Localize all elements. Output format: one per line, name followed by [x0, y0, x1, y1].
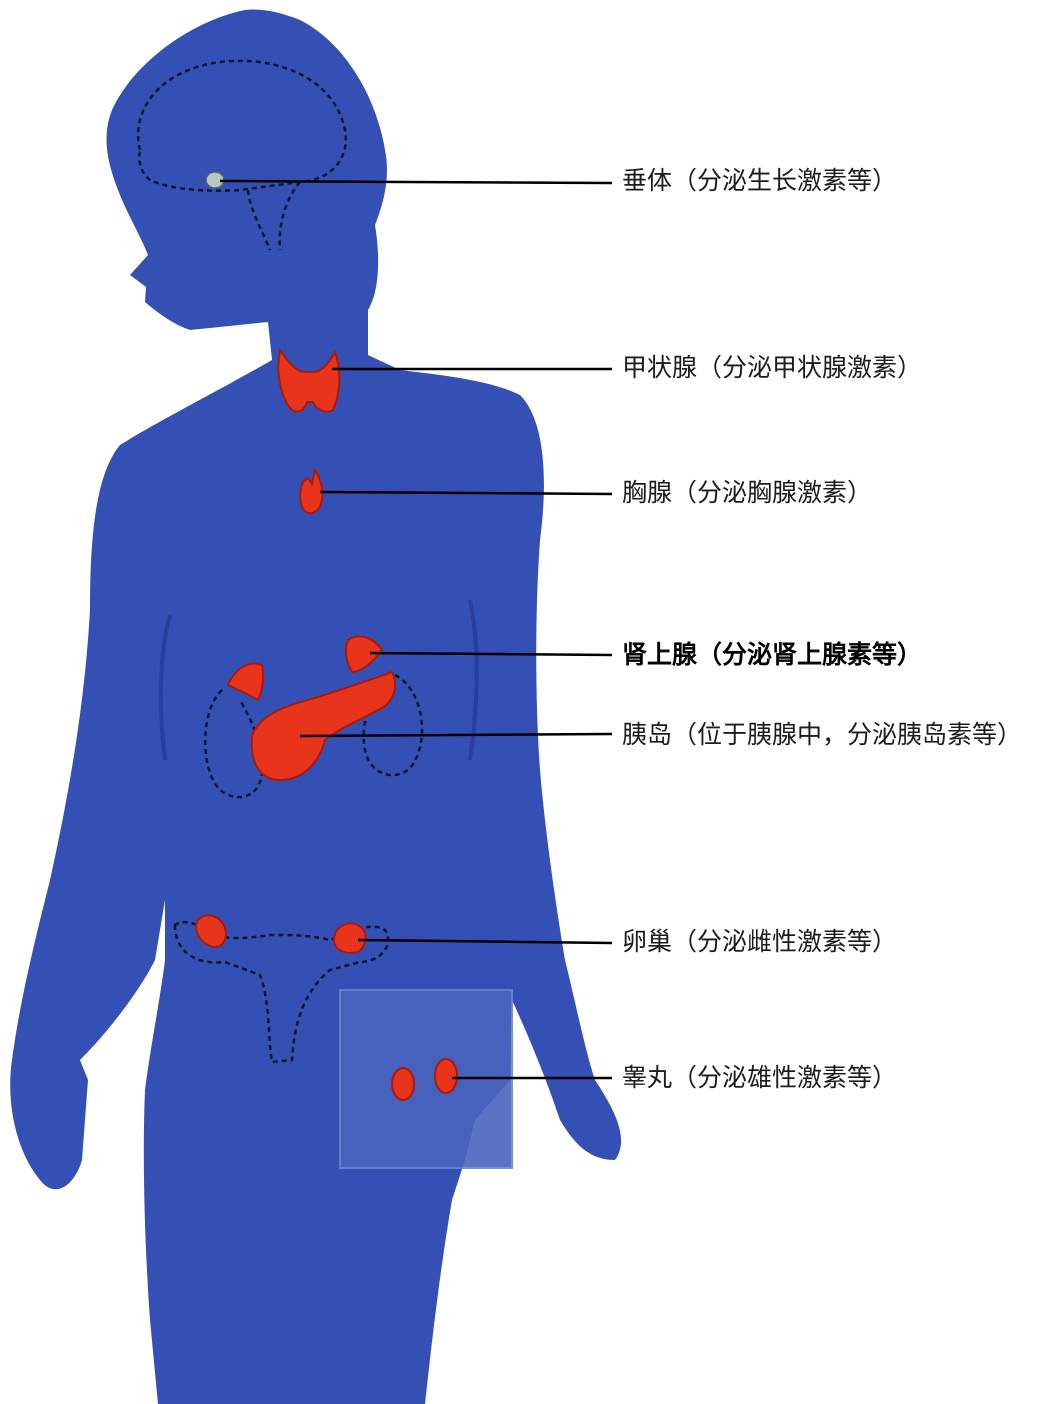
label-thymus: 胸腺（分泌胸腺激素） [622, 478, 872, 508]
ovary-right [334, 923, 366, 952]
label-thyroid: 甲状腺（分泌甲状腺激素） [622, 353, 922, 383]
label-pituitary: 垂体（分泌生长激素等） [622, 166, 897, 196]
testis-right [435, 1059, 457, 1093]
testis-left [392, 1068, 414, 1100]
label-ovary: 卵巢（分泌雌性激素等） [622, 927, 897, 957]
label-islets: 胰岛（位于胰腺中，分泌胰岛素等） [622, 720, 1022, 750]
label-testis: 睾丸（分泌雄性激素等） [622, 1063, 897, 1093]
label-adrenal: 肾上腺（分泌肾上腺素等） [622, 640, 922, 670]
